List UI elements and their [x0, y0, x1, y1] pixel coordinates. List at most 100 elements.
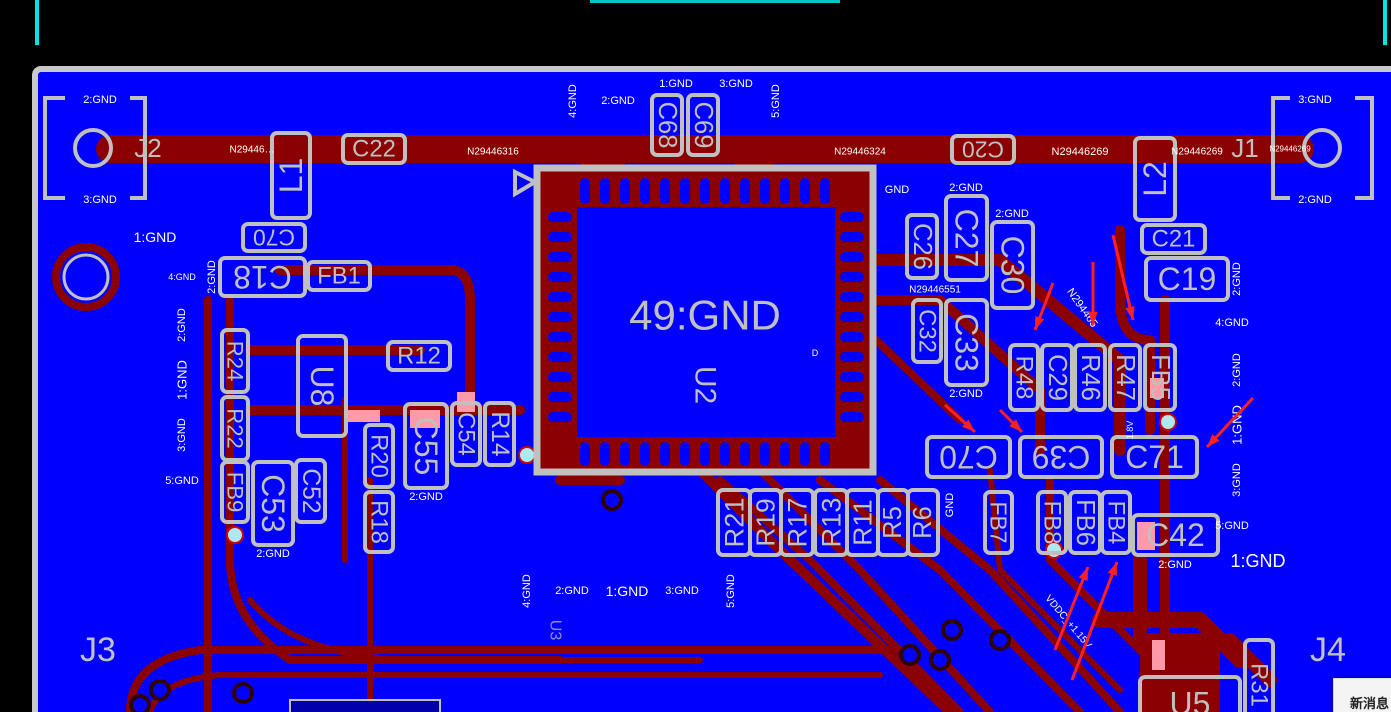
- component-outline: [251, 460, 295, 547]
- component-label: C22: [352, 136, 396, 163]
- component-c26[interactable]: C26: [905, 213, 939, 280]
- via-highlight[interactable]: [518, 446, 536, 464]
- component-r14[interactable]: R14: [483, 401, 516, 467]
- component-r6[interactable]: R6: [906, 488, 940, 557]
- pad-label: 2:GND: [206, 260, 218, 294]
- component-fb8[interactable]: FB8: [1036, 490, 1068, 555]
- component-r24[interactable]: R24: [220, 328, 250, 394]
- mounting-hole-1[interactable]: [52, 243, 120, 311]
- pad-labels: 2:GND3:GND1:GND4:GND2:GND1:GND3:GND5:GND…: [83, 78, 1332, 608]
- component-c71[interactable]: C71: [1110, 435, 1199, 479]
- component-r17[interactable]: R17: [779, 488, 815, 557]
- annotation-arrow-icon: [1088, 262, 1098, 325]
- j2-pin[interactable]: [73, 128, 113, 168]
- via-highlight[interactable]: [1045, 541, 1063, 559]
- component-label: FB9: [223, 472, 248, 513]
- component-label: R6: [909, 506, 937, 539]
- component-c70[interactable]: C70: [241, 222, 307, 253]
- component-c19[interactable]: C19: [1144, 256, 1230, 302]
- pad-label: 1:GND: [1230, 405, 1245, 445]
- component-label: C42: [1146, 517, 1205, 553]
- component-c33[interactable]: C33: [944, 298, 989, 387]
- component-c27[interactable]: C27: [944, 194, 989, 282]
- component-r47[interactable]: R47: [1108, 343, 1142, 412]
- connector-outline: [1271, 96, 1290, 200]
- component-fb5[interactable]: FB5: [1143, 343, 1177, 412]
- pad-label: 2:GND: [949, 388, 983, 400]
- via[interactable]: [929, 649, 951, 671]
- u2-pin: [840, 392, 864, 402]
- component-c29[interactable]: C29: [1040, 343, 1074, 412]
- component-fb4[interactable]: FB4: [1100, 490, 1132, 555]
- via[interactable]: [601, 489, 623, 511]
- component-fb7[interactable]: FB7: [983, 490, 1014, 555]
- component-c18[interactable]: C18: [218, 256, 307, 298]
- component-c30[interactable]: C30: [990, 220, 1035, 310]
- via[interactable]: [129, 694, 151, 712]
- component-c21[interactable]: C21: [1140, 223, 1207, 255]
- component-r18[interactable]: R18: [363, 490, 395, 554]
- highlighted-pad: [1150, 378, 1164, 398]
- u2-outline: [533, 164, 877, 476]
- component-r11[interactable]: R11: [845, 488, 880, 557]
- u2-pin: [548, 372, 572, 382]
- component-c55[interactable]: C55: [403, 402, 449, 490]
- component-c53[interactable]: C53: [251, 460, 295, 547]
- component-c42[interactable]: C42: [1131, 513, 1220, 557]
- component-c70[interactable]: C70: [925, 435, 1012, 479]
- pad-label: 5:GND: [725, 574, 737, 608]
- via[interactable]: [941, 619, 963, 641]
- component-r13[interactable]: R13: [813, 488, 849, 557]
- component-c32[interactable]: C32: [911, 298, 943, 364]
- component-outline: [905, 213, 939, 280]
- component-label: C70: [253, 225, 295, 251]
- component-outline: [1144, 256, 1230, 302]
- copper-trace: [147, 672, 883, 712]
- component-l1[interactable]: L1: [270, 131, 312, 220]
- component-r22[interactable]: R22: [220, 395, 250, 462]
- component-c68[interactable]: C68: [650, 93, 684, 157]
- component-r20[interactable]: R20: [363, 423, 395, 489]
- component-c52[interactable]: C52: [294, 458, 327, 524]
- component-c20[interactable]: C20: [950, 134, 1016, 165]
- pad-label: 2:GND: [601, 95, 635, 107]
- u2-thermal-pad: [577, 207, 835, 437]
- component-outline: [1036, 490, 1068, 555]
- component-u8[interactable]: U8: [296, 334, 348, 438]
- component-r48[interactable]: R48: [1008, 343, 1040, 412]
- via-highlight[interactable]: [226, 526, 244, 544]
- component-r12[interactable]: R12: [386, 340, 452, 372]
- component-outline: [1140, 223, 1207, 255]
- pad-label: 2:GND: [949, 182, 983, 194]
- via[interactable]: [232, 682, 254, 704]
- component-c69[interactable]: C69: [686, 93, 720, 157]
- component-c39[interactable]: C39: [1018, 435, 1104, 479]
- component-r46[interactable]: R46: [1073, 343, 1107, 412]
- component-r31[interactable]: R31: [1243, 638, 1275, 712]
- component-r21[interactable]: R21: [716, 488, 752, 557]
- copper-trace: [1046, 476, 1184, 694]
- copper-trace: [987, 467, 1123, 693]
- component-fb6[interactable]: FB6: [1068, 490, 1102, 555]
- via[interactable]: [149, 679, 171, 701]
- component-outline: [1040, 343, 1074, 412]
- u2-pin: [600, 442, 610, 466]
- component-r19[interactable]: R19: [748, 488, 783, 557]
- component-c54[interactable]: C54: [450, 401, 482, 467]
- component-fb9[interactable]: FB9: [220, 460, 250, 524]
- via[interactable]: [899, 644, 921, 666]
- pad-label: 1:GND: [659, 78, 693, 90]
- component-c22[interactable]: C22: [341, 133, 407, 165]
- component-fb1[interactable]: FB1: [306, 260, 372, 292]
- component-u5[interactable]: U5: [1138, 675, 1242, 712]
- j1-pin[interactable]: [1302, 128, 1342, 168]
- new-message-popup[interactable]: 新消息: [1333, 678, 1391, 712]
- component-l2[interactable]: L2: [1133, 136, 1177, 222]
- component-label: C69: [689, 102, 717, 149]
- via[interactable]: [989, 629, 1011, 651]
- component-outline: [1108, 343, 1142, 412]
- via-highlight[interactable]: [1159, 413, 1177, 431]
